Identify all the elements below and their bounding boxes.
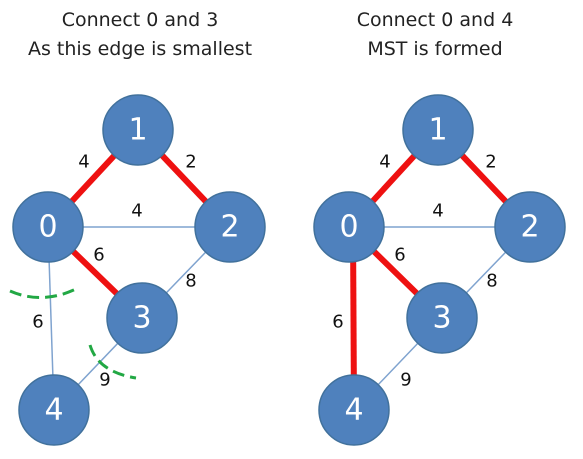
left-weight-0-3: 6 (93, 245, 104, 266)
left-node-2-label: 2 (220, 210, 239, 245)
left-node-4-label: 4 (44, 393, 63, 428)
right-weight-0-2: 4 (432, 201, 443, 222)
right-node-2: 2 (494, 191, 566, 263)
left-node-3: 3 (106, 282, 178, 354)
right-node-3-label: 3 (432, 301, 451, 336)
right-node-2-label: 2 (520, 210, 539, 245)
left-weight-0-1: 4 (78, 152, 89, 173)
left-weight-0-2: 4 (131, 201, 142, 222)
right-caption-line2: MST is formed (367, 38, 503, 60)
right-node-1: 1 (402, 94, 474, 166)
right-node-1-label: 1 (428, 113, 447, 148)
right-caption: Connect 0 and 4 MST is formed (295, 6, 575, 64)
left-node-3-label: 3 (132, 301, 151, 336)
right-weight-0-1: 4 (379, 152, 390, 173)
left-caption-line2: As this edge is smallest (27, 38, 253, 60)
right-weight-0-3: 6 (394, 245, 405, 266)
right-caption-line1: Connect 0 and 4 (356, 9, 514, 31)
left-node-1-label: 1 (128, 113, 147, 148)
left-weight-2-3: 8 (185, 271, 196, 292)
left-graph: 4 2 4 6 8 6 9 1 0 2 3 4 (9, 94, 266, 446)
left-cut-mark-0-4 (9, 287, 77, 300)
left-weight-1-2: 2 (185, 152, 196, 173)
right-node-4: 4 (318, 374, 390, 446)
left-cut-mark-3-4 (88, 344, 137, 380)
right-node-0: 0 (313, 191, 385, 263)
right-node-3: 3 (406, 282, 478, 354)
left-caption: Connect 0 and 3 As this edge is smallest (0, 6, 280, 64)
left-caption-line1: Connect 0 and 3 (61, 9, 219, 31)
right-weight-3-4: 9 (400, 370, 411, 391)
right-node-0-label: 0 (339, 210, 358, 245)
left-weight-3-4: 9 (99, 370, 110, 391)
left-node-2: 2 (194, 191, 266, 263)
right-weight-1-2: 2 (485, 152, 496, 173)
right-weight-2-3: 8 (486, 271, 497, 292)
left-node-1: 1 (102, 94, 174, 166)
right-weight-0-4: 6 (332, 312, 343, 333)
right-graph: 4 2 4 6 8 6 9 1 0 2 3 4 (313, 94, 566, 446)
right-node-4-label: 4 (344, 393, 363, 428)
left-node-0: 0 (12, 191, 84, 263)
left-node-4: 4 (18, 374, 90, 446)
left-node-0-label: 0 (38, 210, 57, 245)
left-weight-0-4: 6 (32, 312, 43, 333)
